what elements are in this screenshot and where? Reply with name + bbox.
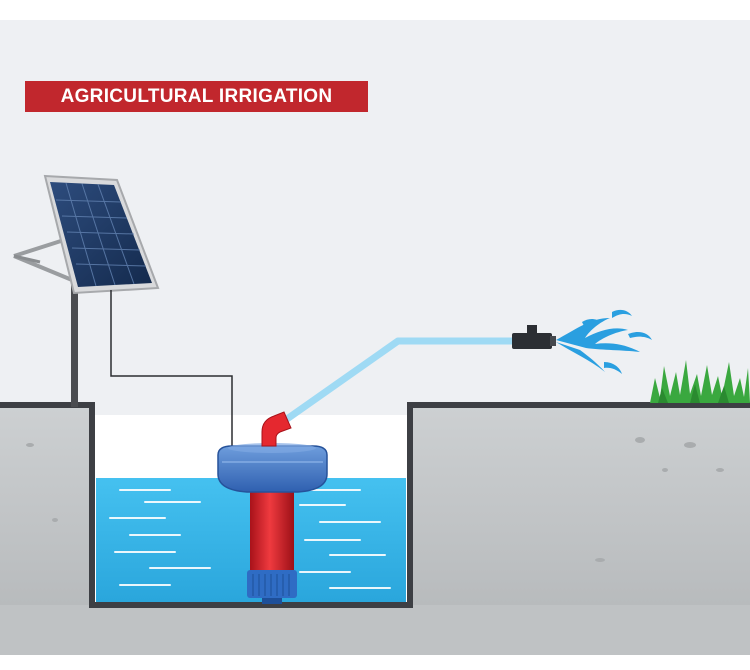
top-strip (0, 0, 750, 20)
solar-panel-icon (43, 174, 160, 295)
pump-icon (217, 411, 328, 604)
ground-texture (26, 437, 724, 562)
delivery-pipe (274, 337, 514, 429)
water-spray-icon (556, 309, 652, 374)
ground-right (410, 405, 750, 605)
ground-left (0, 405, 92, 605)
title-text: AGRICULTURAL IRRIGATION (60, 85, 333, 107)
title-banner: AGRICULTURAL IRRIGATION (25, 81, 368, 112)
bottom-strip (0, 655, 750, 670)
ground-bottom (0, 605, 750, 655)
water-ripples (109, 489, 391, 589)
grass-icon (650, 360, 750, 403)
power-cable (110, 290, 233, 455)
valve-icon (512, 325, 556, 349)
solar-stand (13, 238, 78, 407)
